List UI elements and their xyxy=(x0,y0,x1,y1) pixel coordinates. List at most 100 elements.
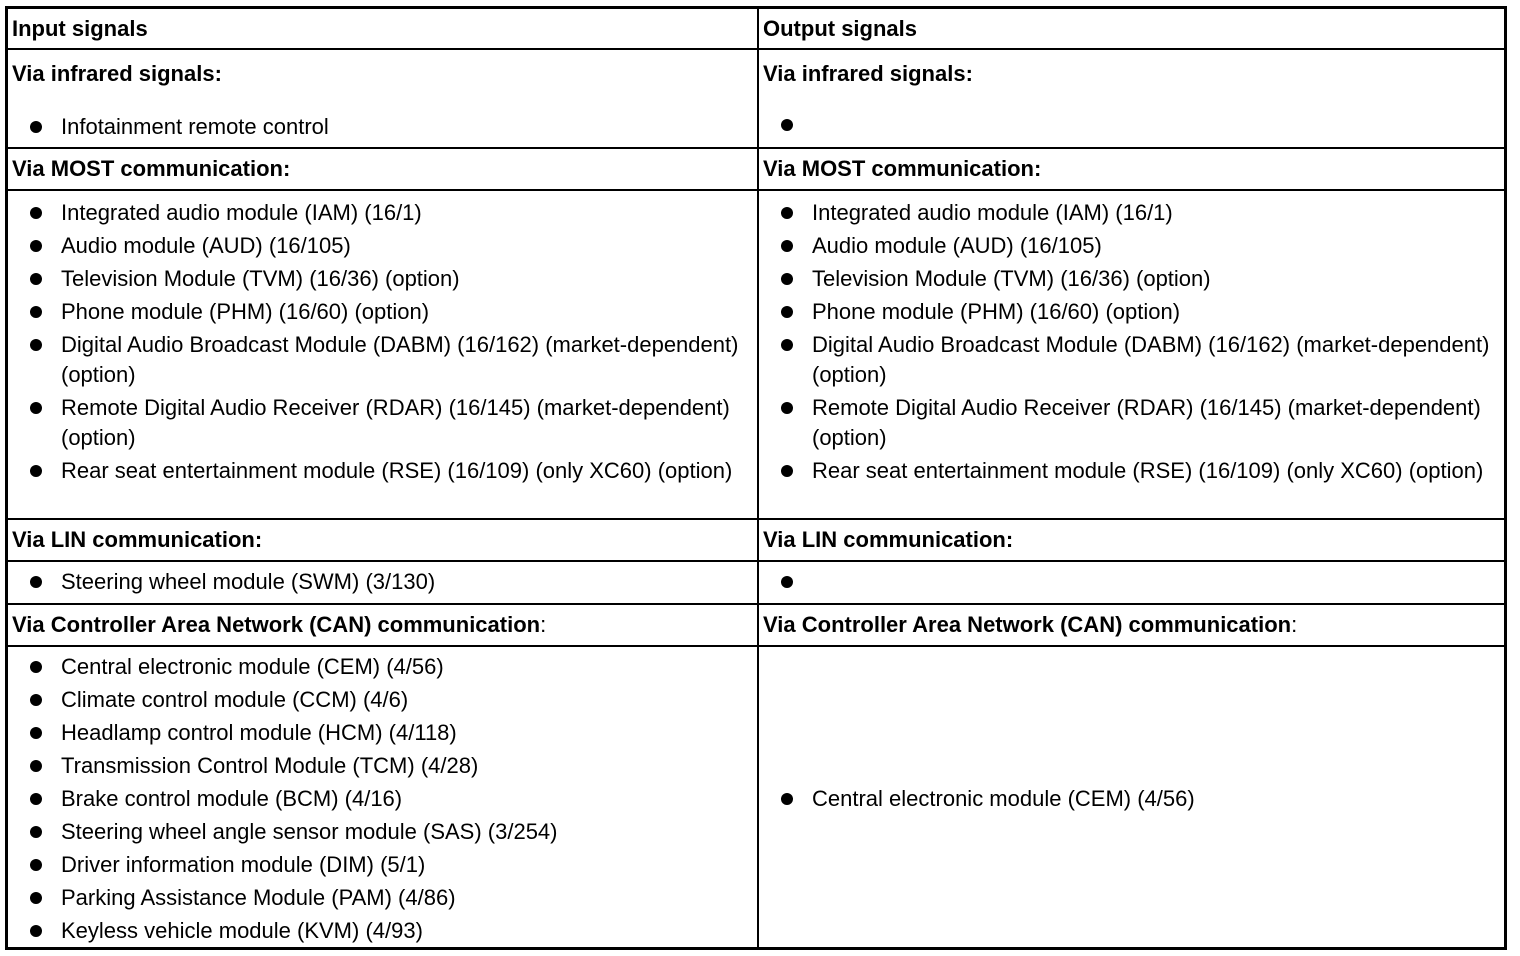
input-header-cell: Input signals xyxy=(8,9,757,48)
list-item: Television Module (TVM) (16/36) (option) xyxy=(759,264,1504,294)
list-item: Rear seat entertainment module (RSE) (16… xyxy=(8,456,757,486)
bullet-icon xyxy=(781,576,793,588)
lin-output-cell xyxy=(759,562,1504,603)
row-divider xyxy=(8,189,1504,191)
most-input-list: Integrated audio module (IAM) (16/1) Aud… xyxy=(8,198,757,489)
list-item: Steering wheel angle sensor module (SAS)… xyxy=(8,817,757,847)
list-item: Audio module (AUD) (16/105) xyxy=(759,231,1504,261)
lin-output-list xyxy=(759,567,1504,588)
row-divider xyxy=(8,560,1504,562)
bullet-icon xyxy=(781,793,793,805)
bullet-icon xyxy=(30,859,42,871)
list-item: Digital Audio Broadcast Module (DABM) (1… xyxy=(8,330,757,390)
bullet-icon xyxy=(781,119,793,131)
list-item: Television Module (TVM) (16/36) (option) xyxy=(8,264,757,294)
column-divider xyxy=(757,9,759,947)
infrared-input-list: Infotainment remote control xyxy=(8,112,757,145)
can-input-list: Central electronic module (CEM) (4/56) C… xyxy=(8,652,757,949)
row-divider xyxy=(8,603,1504,605)
most-list-row: Integrated audio module (IAM) (16/1) Aud… xyxy=(8,191,1504,518)
lin-header-row: Via LIN communication: Via LIN communica… xyxy=(8,520,1504,560)
list-item: Transmission Control Module (TCM) (4/28) xyxy=(8,751,757,781)
bullet-icon xyxy=(30,576,42,588)
bullet-icon xyxy=(30,925,42,937)
row-divider xyxy=(8,518,1504,520)
bullet-icon xyxy=(30,793,42,805)
bullet-icon xyxy=(30,207,42,219)
list-item: Integrated audio module (IAM) (16/1) xyxy=(8,198,757,228)
can-input-cell: Central electronic module (CEM) (4/56) C… xyxy=(8,647,757,947)
signals-table: Input signals Output signals Via infrare… xyxy=(5,6,1507,950)
list-item: Keyless vehicle module (KVM) (4/93) xyxy=(8,916,757,946)
output-header-cell: Output signals xyxy=(759,9,1504,48)
most-input-cell: Integrated audio module (IAM) (16/1) Aud… xyxy=(8,191,757,518)
bullet-icon xyxy=(30,306,42,318)
list-item: Brake control module (BCM) (4/16) xyxy=(8,784,757,814)
list-item: Remote Digital Audio Receiver (RDAR) (16… xyxy=(8,393,757,453)
most-header-row: Via MOST communication: Via MOST communi… xyxy=(8,149,1504,189)
bullet-icon xyxy=(30,760,42,772)
list-item: Remote Digital Audio Receiver (RDAR) (16… xyxy=(759,393,1504,453)
can-list-row: Central electronic module (CEM) (4/56) C… xyxy=(8,647,1504,947)
bullet-icon xyxy=(30,402,42,414)
lin-input-list: Steering wheel module (SWM) (3/130) xyxy=(8,567,757,600)
lin-input-title: Via LIN communication: xyxy=(12,527,263,552)
lin-input-cell: Steering wheel module (SWM) (3/130) xyxy=(8,562,757,603)
list-item: Integrated audio module (IAM) (16/1) xyxy=(759,198,1504,228)
bullet-icon xyxy=(30,121,42,133)
most-output-title: Via MOST communication: xyxy=(763,156,1042,181)
list-item: Digital Audio Broadcast Module (DABM) (1… xyxy=(759,330,1504,390)
list-item: Headlamp control module (HCM) (4/118) xyxy=(8,718,757,748)
list-item: Phone module (PHM) (16/60) (option) xyxy=(759,297,1504,327)
can-output-list: Central electronic module (CEM) (4/56) xyxy=(759,784,1504,817)
lin-list-row: Steering wheel module (SWM) (3/130) xyxy=(8,562,1504,603)
header-row: Input signals Output signals xyxy=(8,9,1504,48)
bullet-icon xyxy=(30,892,42,904)
list-item: Infotainment remote control xyxy=(8,112,757,142)
list-item: Central electronic module (CEM) (4/56) xyxy=(759,784,1504,814)
most-output-header-cell: Via MOST communication: xyxy=(759,149,1504,189)
most-input-title: Via MOST communication: xyxy=(12,156,291,181)
can-input-title: Via Controller Area Network (CAN) commun… xyxy=(12,612,547,637)
bullet-icon xyxy=(30,273,42,285)
bullet-icon xyxy=(30,661,42,673)
bullet-icon xyxy=(30,727,42,739)
can-output-header-cell: Via Controller Area Network (CAN) commun… xyxy=(759,605,1504,645)
can-output-title: Via Controller Area Network (CAN) commun… xyxy=(763,612,1298,637)
list-item: Central electronic module (CEM) (4/56) xyxy=(8,652,757,682)
most-output-list: Integrated audio module (IAM) (16/1) Aud… xyxy=(759,198,1504,489)
lin-output-title: Via LIN communication: xyxy=(763,527,1014,552)
infrared-output-title: Via infrared signals: xyxy=(763,61,973,86)
bullet-icon xyxy=(781,402,793,414)
infrared-section-row: Via infrared signals: Infotainment remot… xyxy=(8,50,1504,147)
lin-input-header-cell: Via LIN communication: xyxy=(8,520,757,560)
list-item: Parking Assistance Module (PAM) (4/86) xyxy=(8,883,757,913)
infrared-output-list xyxy=(759,110,1504,131)
bullet-icon xyxy=(781,273,793,285)
bullet-icon xyxy=(781,465,793,477)
bullet-icon xyxy=(781,207,793,219)
bullet-icon xyxy=(30,826,42,838)
bullet-icon xyxy=(781,240,793,252)
bullet-icon xyxy=(781,306,793,318)
bullet-icon xyxy=(30,240,42,252)
list-item: Climate control module (CCM) (4/6) xyxy=(8,685,757,715)
can-input-header-cell: Via Controller Area Network (CAN) commun… xyxy=(8,605,757,645)
list-item: Driver information module (DIM) (5/1) xyxy=(8,850,757,880)
row-divider xyxy=(8,645,1504,647)
list-item: Phone module (PHM) (16/60) (option) xyxy=(8,297,757,327)
bullet-icon xyxy=(30,465,42,477)
list-item: Rear seat entertainment module (RSE) (16… xyxy=(759,456,1504,486)
row-divider xyxy=(8,48,1504,50)
bullet-icon xyxy=(781,339,793,351)
bullet-icon xyxy=(30,339,42,351)
most-output-cell: Integrated audio module (IAM) (16/1) Aud… xyxy=(759,191,1504,518)
infrared-output-cell: Via infrared signals: xyxy=(759,50,1504,147)
list-item: Audio module (AUD) (16/105) xyxy=(8,231,757,261)
input-signals-header: Input signals xyxy=(12,16,148,41)
list-item: Steering wheel module (SWM) (3/130) xyxy=(8,567,757,597)
row-divider xyxy=(8,147,1504,149)
bullet-icon xyxy=(30,694,42,706)
lin-output-header-cell: Via LIN communication: xyxy=(759,520,1504,560)
infrared-input-cell: Via infrared signals: Infotainment remot… xyxy=(8,50,757,147)
